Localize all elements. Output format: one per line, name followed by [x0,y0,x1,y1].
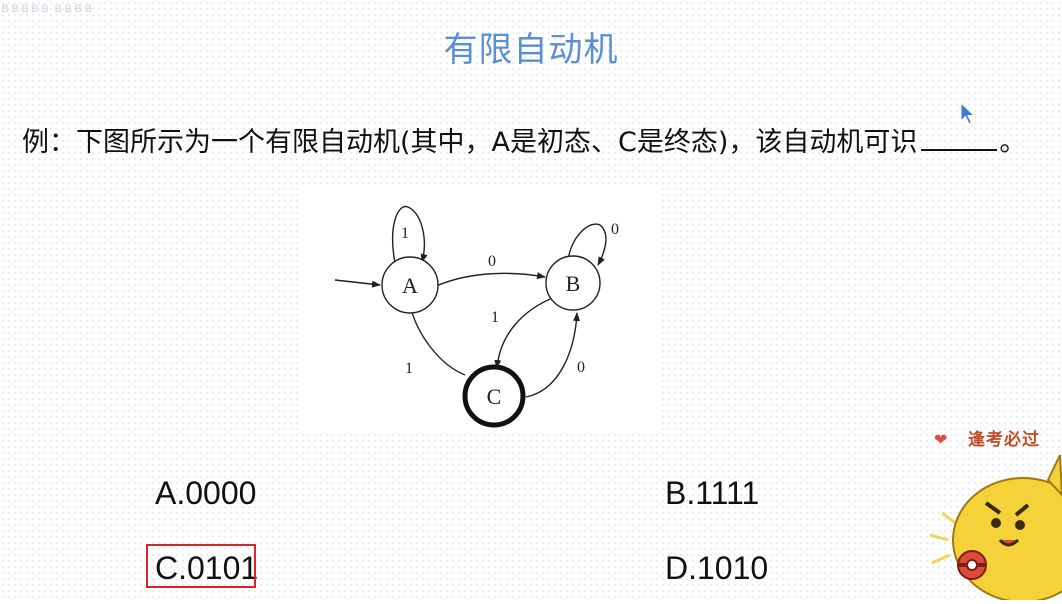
label-a-to-b: 0 [488,253,496,270]
mouse-cursor-icon [960,101,976,130]
edge-b-loop [567,223,607,266]
selected-answer-box [146,544,256,588]
automaton-diagram: A B C 1 0 0 1 1 0 [300,185,660,430]
state-b-label: B [566,271,581,296]
option-c[interactable]: C.0101 [155,550,259,586]
state-a-circle [381,256,439,314]
state-b-circle [545,255,601,311]
question-end: 。 [999,127,1027,158]
edge-a-loop [391,205,428,264]
start-arrow [334,279,381,288]
label-c-to-a: 1 [405,360,413,377]
option-b[interactable]: B.1111 [665,475,760,511]
heart-icon: ❤ [934,430,948,449]
state-a-label: A [402,273,418,298]
option-a[interactable]: A.0000 [155,475,257,511]
answer-blank [921,125,998,151]
label-a-loop: 1 [401,225,409,242]
label-b-to-c: 1 [491,309,499,326]
option-d[interactable]: D.1010 [665,550,769,586]
question-text: 例：下图所示为一个有限自动机(其中，A是初态、C是终态)，该自动机可识 。 [22,120,1026,159]
edge-c-to-a [408,304,466,376]
label-b-loop: 0 [611,221,619,238]
slide-title: 有限自动机 [443,30,619,70]
edge-b-to-c [494,296,556,369]
state-c-label: C [487,384,502,409]
automaton-svg: A B C 1 0 0 1 1 0 [334,205,619,428]
state-c-circle [462,364,526,428]
edge-c-to-b [525,312,581,398]
faint-watermark: ＢＢＢＢＢ ＢＢＢＢ [0,4,94,15]
mascot-caption: 逢考必过 [968,430,1040,450]
edge-a-to-b [433,272,546,288]
question-body: 例：下图所示为一个有限自动机(其中，A是初态、C是终态)，该自动机可识 [22,127,918,158]
mascot-sticker [928,425,1062,603]
label-c-to-b: 0 [577,359,585,376]
